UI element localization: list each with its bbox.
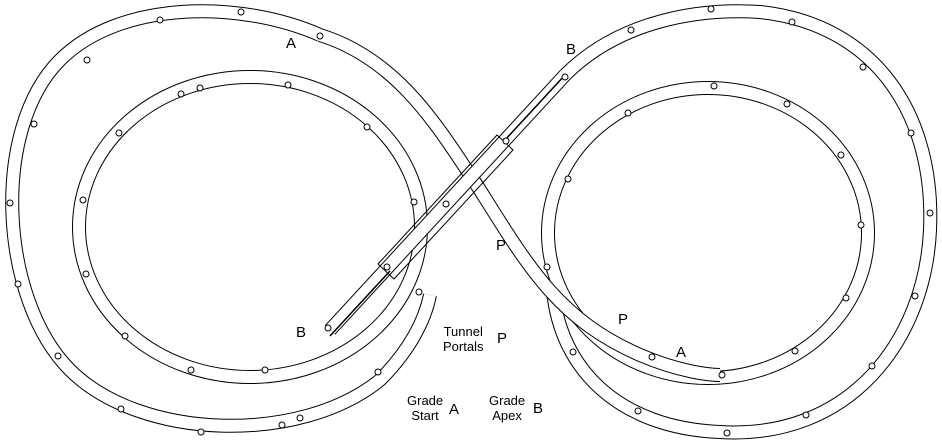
track-joiners — [6, 5, 934, 437]
left-outer-loop — [5, 4, 437, 433]
legend-text: Start — [411, 408, 439, 423]
grade-apex-marker: B — [566, 41, 577, 58]
legend-text: Portals — [443, 339, 484, 354]
grade-apex-marker: B — [296, 324, 307, 341]
right-outer-loop — [546, 4, 938, 440]
grade-start-marker: A — [286, 35, 297, 52]
legend-apex-symbol: B — [533, 400, 544, 417]
bridge-deck — [377, 134, 514, 280]
grade-start-marker: A — [676, 344, 687, 361]
legend-tunnel-symbol: P — [497, 330, 508, 347]
legend-tunnel-portals: Tunnel Portals — [443, 324, 483, 354]
tunnel-portal-marker: P — [496, 237, 507, 254]
tunnel-portal-marker: P — [618, 311, 629, 328]
legend-grade-apex: Grade Apex — [489, 393, 525, 423]
legend-text: Tunnel — [443, 324, 483, 339]
legend-text: Grade — [407, 393, 444, 408]
legend-grade-start: Grade Start — [407, 393, 443, 423]
legend-text: Apex — [492, 408, 522, 423]
legend-text: Grade — [489, 393, 526, 408]
descending-track — [317, 28, 721, 382]
legend-start-symbol: A — [449, 401, 460, 418]
left-inner-loop — [72, 70, 428, 384]
